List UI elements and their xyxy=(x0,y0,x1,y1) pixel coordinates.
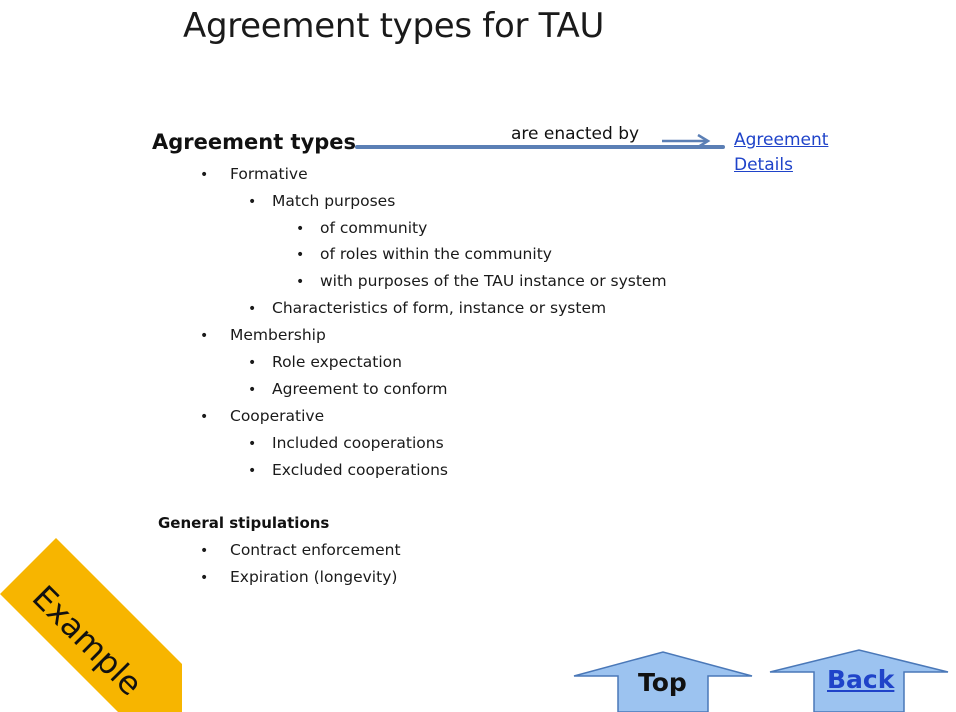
list-item-formative: Formative xyxy=(230,165,308,183)
list-item-with-purposes: with purposes of the TAU instance or sys… xyxy=(320,272,667,290)
list-item-of-community: of community xyxy=(320,219,428,237)
list-item-membership: Membership xyxy=(230,326,326,344)
slide-title: Agreement types for TAU xyxy=(183,6,605,46)
bullet-icon: • xyxy=(248,355,257,371)
bullet-icon: • xyxy=(200,167,209,183)
up-arrow-icon xyxy=(573,651,753,712)
general-stipulations-heading: General stipulations xyxy=(158,514,330,532)
list-item-excluded-cooperations: Excluded cooperations xyxy=(272,461,448,479)
bullet-icon: • xyxy=(200,570,209,586)
arrow-right-icon xyxy=(662,133,711,149)
agreement-details-link[interactable]: Agreement Details xyxy=(734,130,829,175)
list-item-match-purposes: Match purposes xyxy=(272,192,396,210)
list-item-of-roles: of roles within the community xyxy=(320,245,552,263)
example-badge: Example xyxy=(0,538,182,712)
connector-line xyxy=(355,145,725,149)
bullet-icon: • xyxy=(296,247,305,263)
up-arrow-icon xyxy=(769,649,949,712)
bullet-icon: • xyxy=(200,328,209,344)
bullet-icon: • xyxy=(200,543,209,559)
list-item-cooperative: Cooperative xyxy=(230,407,325,425)
list-item-contract-enforcement: Contract enforcement xyxy=(230,541,401,559)
bullet-icon: • xyxy=(200,409,209,425)
list-item-characteristics: Characteristics of form, instance or sys… xyxy=(272,299,607,317)
bullet-icon: • xyxy=(296,221,305,237)
top-button[interactable]: Top xyxy=(572,650,754,712)
list-item-role-expectation: Role expectation xyxy=(272,353,402,371)
list-item-included-cooperations: Included cooperations xyxy=(272,434,444,452)
bullet-icon: • xyxy=(248,463,257,479)
bullet-icon: • xyxy=(248,194,257,210)
bullet-icon: • xyxy=(248,382,257,398)
agreement-types-heading: Agreement types xyxy=(152,130,357,154)
back-link[interactable]: Back xyxy=(827,665,895,694)
bullet-icon: • xyxy=(248,301,257,317)
list-item-agreement-to-conform: Agreement to conform xyxy=(272,380,448,398)
list-item-expiration: Expiration (longevity) xyxy=(230,568,398,586)
bullet-icon: • xyxy=(296,274,305,290)
top-button-label: Top xyxy=(638,668,687,697)
back-button[interactable]: Back xyxy=(768,648,950,712)
bullet-icon: • xyxy=(248,436,257,452)
connector-label: are enacted by xyxy=(511,124,640,144)
